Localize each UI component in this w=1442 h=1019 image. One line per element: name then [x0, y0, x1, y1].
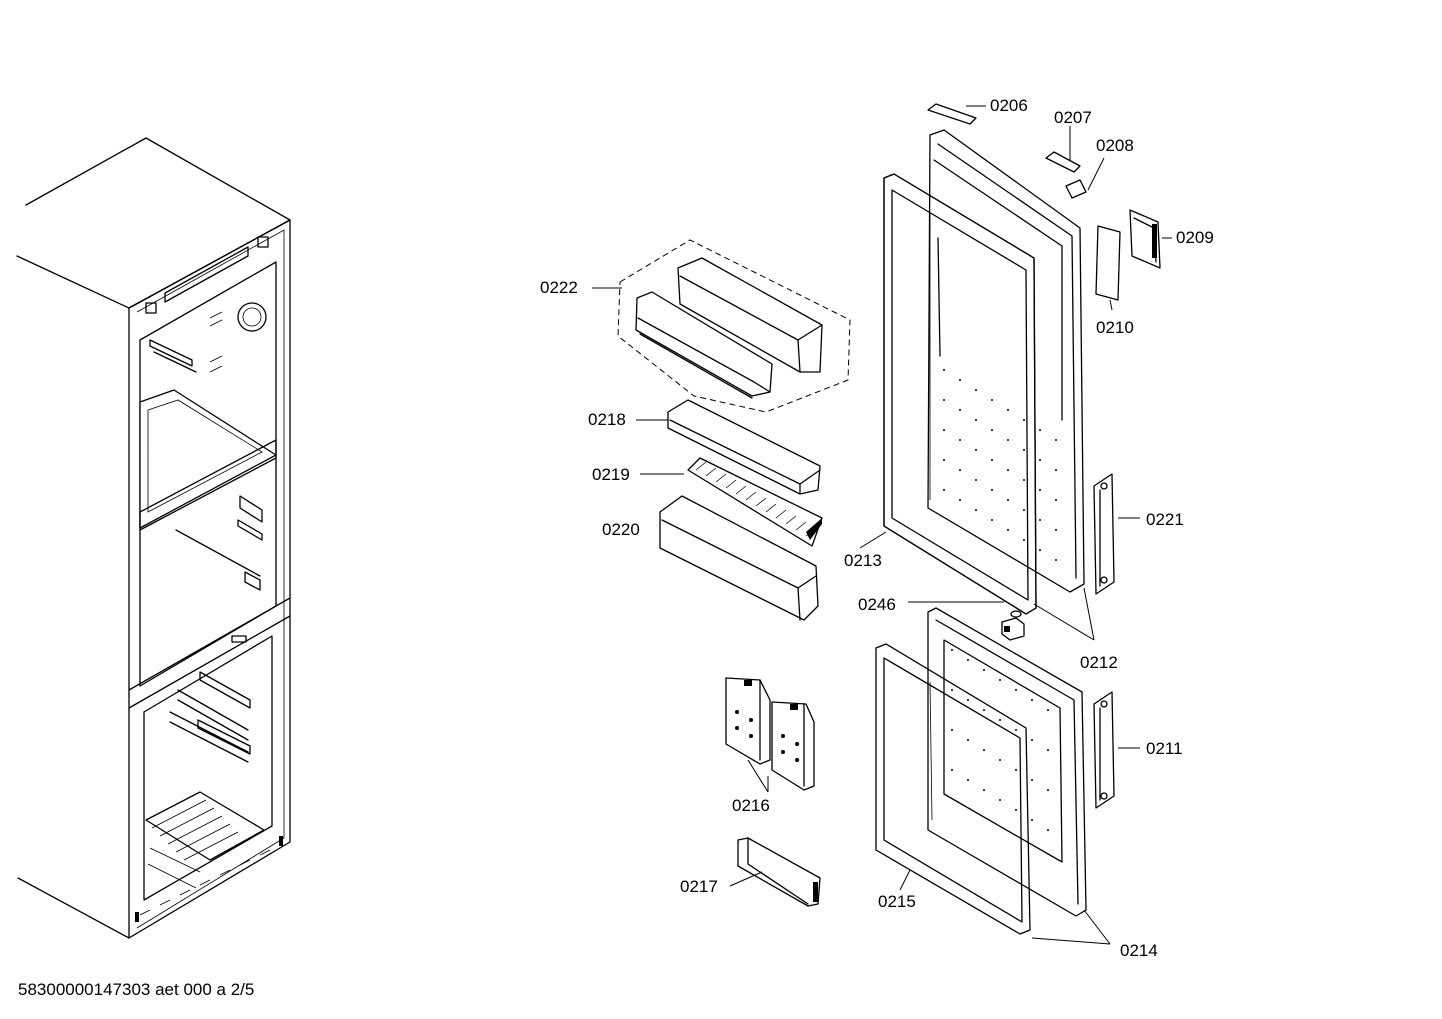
drawing-reference-code: 58300000147303 aet 000 a 2/5	[18, 980, 255, 999]
label-0221: 0221	[1146, 510, 1184, 529]
label-0215: 0215	[878, 892, 916, 911]
upper-door	[883, 129, 1085, 615]
label-0208: 0208	[1096, 136, 1134, 155]
part-number-labels: 0206 0207 0208 0209 0210 0222 0218 0219 …	[540, 96, 1214, 960]
label-0246: 0246	[858, 595, 896, 614]
label-0207: 0207	[1054, 108, 1092, 127]
label-0214: 0214	[1120, 941, 1158, 960]
upper-door-dots	[943, 369, 1057, 561]
leader-lines	[592, 105, 1172, 945]
label-0209: 0209	[1176, 228, 1214, 247]
label-0220: 0220	[602, 520, 640, 539]
small-parts-top	[927, 103, 1161, 301]
label-0206: 0206	[990, 96, 1028, 115]
label-0219: 0219	[592, 465, 630, 484]
lower-door	[875, 607, 1087, 935]
label-0217: 0217	[680, 877, 718, 896]
ice-packs	[725, 677, 815, 791]
label-0211: 0211	[1146, 739, 1183, 758]
label-0216: 0216	[732, 796, 770, 815]
label-0218: 0218	[588, 410, 626, 429]
handle-0211	[1093, 691, 1115, 809]
label-0210: 0210	[1096, 318, 1134, 337]
door-bins-group	[617, 239, 851, 621]
label-0213: 0213	[844, 551, 882, 570]
label-0222: 0222	[540, 278, 578, 297]
label-0212: 0212	[1080, 653, 1118, 672]
fridge-cabinet	[16, 137, 291, 939]
handle-0221	[1093, 473, 1115, 595]
lower-door-dots	[951, 649, 1049, 831]
hinge-0246	[1001, 610, 1025, 641]
strip-0217	[737, 837, 821, 907]
